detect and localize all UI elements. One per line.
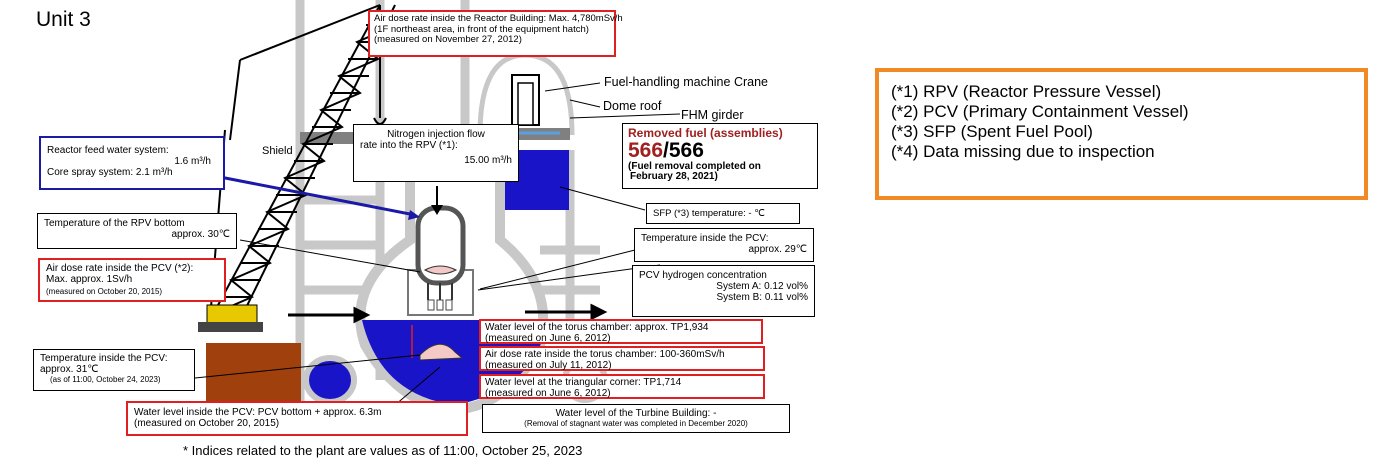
callout-line: System B: 0.11 vol% bbox=[639, 292, 808, 303]
fhm-girder-label: FHM girder bbox=[681, 108, 744, 122]
callout-temp-pcv-right: Temperature inside the PCV: approx. 29℃ bbox=[634, 228, 814, 262]
dome-roof-label: Dome roof bbox=[603, 99, 661, 113]
callout-line: Max. approx. 1Sv/h bbox=[46, 274, 218, 285]
legend-item: (*3) SFP (Spent Fuel Pool) bbox=[891, 122, 1364, 142]
feed-water-value: 1.6 m³/h bbox=[47, 156, 217, 167]
callout-line: rate into the RPV (*1): bbox=[360, 140, 512, 151]
footnote: * Indices related to the plant are value… bbox=[183, 443, 582, 458]
callout-sfp-temperature: SFP (*3) temperature: - ℃ bbox=[646, 203, 800, 224]
callout-pcv-water-level: Water level inside the PCV: PCV bottom +… bbox=[126, 401, 468, 436]
callout-line: Air dose rate inside the torus chamber: … bbox=[485, 349, 759, 360]
callout-torus-level: Water level of the torus chamber: approx… bbox=[479, 319, 763, 344]
callout-temp-rpv-bottom: Temperature of the RPV bottom approx. 30… bbox=[37, 213, 237, 249]
crane-body bbox=[207, 305, 257, 323]
core-spray-label: Core spray system: bbox=[47, 167, 133, 178]
callout-removed-fuel: Removed fuel (assemblies) 566/566 (Fuel … bbox=[622, 123, 818, 189]
callout-line: System A: 0.12 vol% bbox=[639, 281, 808, 292]
callout-line: approx. 29℃ bbox=[641, 244, 807, 255]
callout-line: Water level of the torus chamber: approx… bbox=[485, 322, 757, 333]
removed-fuel-note: February 28, 2021) bbox=[628, 172, 812, 182]
callout-line: Temperature of the RPV bottom bbox=[44, 218, 230, 229]
callout-line: Water level inside the PCV: PCV bottom +… bbox=[134, 407, 460, 418]
callout-torus-dose: Air dose rate inside the torus chamber: … bbox=[479, 346, 765, 371]
callout-line: Temperature inside the PCV: bbox=[40, 353, 188, 364]
callout-line: SFP (*3) temperature: - ℃ bbox=[653, 208, 793, 219]
legend-item: (*1) RPV (Reactor Pressure Vessel) bbox=[891, 82, 1364, 102]
callout-line: PCV hydrogen concentration bbox=[639, 270, 808, 281]
callout-air-dose-building: Air dose rate inside the Reactor Buildin… bbox=[368, 10, 616, 57]
callout-line: 15.00 m³/h bbox=[360, 155, 512, 166]
unit-title: Unit 3 bbox=[36, 8, 91, 32]
callout-turbine-building: Water level of the Turbine Building: - (… bbox=[482, 404, 790, 433]
callout-line: (measured on June 6, 2012) bbox=[485, 388, 759, 399]
callout-line: Nitrogen injection flow bbox=[360, 129, 512, 140]
feed-water-label: Reactor feed water system: bbox=[47, 145, 169, 156]
callout-line: (measured on November 27, 2012) bbox=[374, 35, 610, 46]
callout-triangular-corner: Water level at the triangular corner: TP… bbox=[479, 374, 765, 399]
callout-line: Temperature inside the PCV: bbox=[641, 233, 807, 244]
core-spray-value: 2.1 m³/h bbox=[136, 167, 173, 178]
legend-box: (*1) RPV (Reactor Pressure Vessel) (*2) … bbox=[875, 68, 1368, 200]
callout-line: Water level of the Turbine Building: - bbox=[487, 408, 785, 419]
callout-line: approx. 30℃ bbox=[44, 229, 230, 240]
callout-line: approx. 31℃ bbox=[40, 364, 188, 375]
removed-fuel-count: 566 bbox=[628, 139, 663, 162]
callout-air-dose-pcv: Air dose rate inside the PCV (*2): Max. … bbox=[38, 258, 226, 302]
callout-line: (measured on October 20, 2015) bbox=[134, 418, 460, 429]
shield-label: Shield bbox=[262, 145, 293, 157]
callout-nitrogen: Nitrogen injection flow rate into the RP… bbox=[353, 124, 519, 182]
legend-item: (*2) PCV (Primary Containment Vessel) bbox=[891, 102, 1364, 122]
fhm-crane-label: Fuel-handling machine Crane bbox=[604, 75, 768, 89]
removed-fuel-total: /566 bbox=[663, 139, 704, 162]
callout-line: Air dose rate inside the Reactor Buildin… bbox=[374, 14, 610, 25]
callout-line: Water level at the triangular corner: TP… bbox=[485, 377, 759, 388]
crane-tracks bbox=[198, 322, 263, 332]
callout-hydrogen: PCV hydrogen concentration System A: 0.1… bbox=[632, 265, 815, 317]
callout-line: (measured on October 20, 2015) bbox=[46, 287, 218, 296]
callout-line: (as of 11:00, October 24, 2023) bbox=[40, 375, 188, 384]
callout-line: (measured on June 6, 2012) bbox=[485, 333, 757, 344]
callout-temp-pcv-left: Temperature inside the PCV: approx. 31℃ … bbox=[33, 349, 195, 391]
legend-item: (*4) Data missing due to inspection bbox=[891, 142, 1364, 162]
callout-line: (measured on July 11, 2012) bbox=[485, 360, 759, 371]
callout-feed-water: Reactor feed water system: 1.6 m³/h Core… bbox=[39, 136, 225, 190]
callout-line: (Removal of stagnant water was completed… bbox=[487, 419, 785, 428]
callout-line: Air dose rate inside the PCV (*2): bbox=[46, 263, 218, 274]
